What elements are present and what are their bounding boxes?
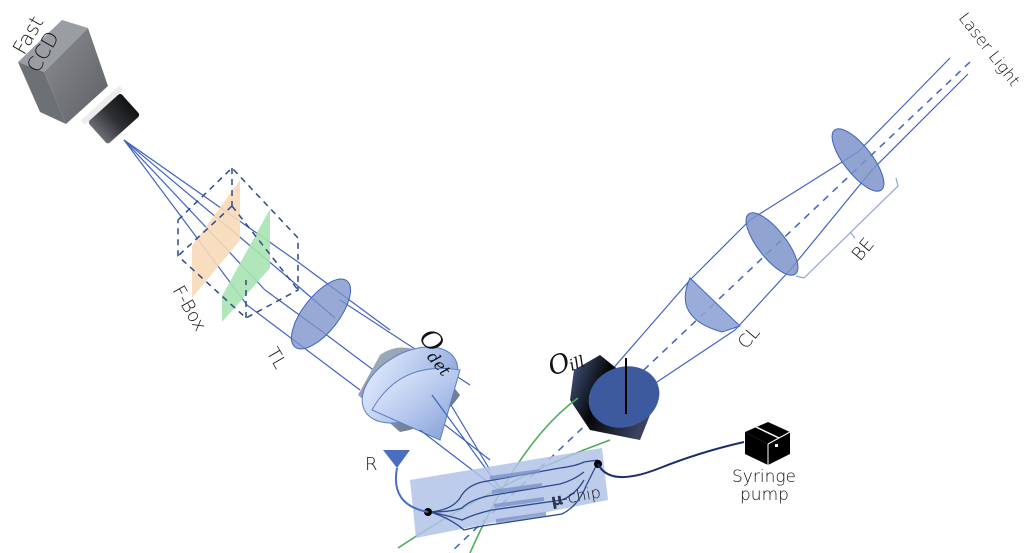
reservoir-icon bbox=[383, 450, 410, 468]
pump-label-line1: Syringe bbox=[732, 467, 796, 487]
camera-top-face bbox=[18, 20, 88, 72]
chip-label-mu: μ bbox=[549, 489, 564, 510]
be-bracket bbox=[795, 177, 899, 279]
chip-chambers bbox=[489, 469, 547, 523]
detection-objective bbox=[358, 346, 461, 441]
fbox-outline bbox=[177, 166, 299, 319]
illumination-objective bbox=[570, 355, 660, 440]
camera-ring bbox=[80, 85, 124, 125]
be-bracket-tick bbox=[849, 231, 856, 239]
fbox-label: F-Box bbox=[168, 282, 211, 335]
tube-lens-label: TL bbox=[262, 344, 291, 373]
pump-tube bbox=[597, 441, 745, 479]
filter-box bbox=[177, 166, 299, 322]
camera-front-face bbox=[44, 28, 108, 124]
cylindrical-lens bbox=[684, 277, 741, 333]
fast-ccd-camera bbox=[18, 20, 140, 144]
ill-objective-label-sub: ill bbox=[566, 352, 587, 375]
microfluidic-chip bbox=[410, 448, 608, 538]
reservoir-tube bbox=[395, 467, 429, 513]
green-filter bbox=[222, 209, 270, 322]
chip-channels bbox=[429, 459, 599, 531]
syringe-pump-icon bbox=[745, 422, 791, 465]
beam-expander-lens-1 bbox=[831, 128, 885, 192]
reservoir-label: R bbox=[365, 454, 378, 475]
camera-lens-barrel bbox=[88, 94, 140, 144]
camera-side-face bbox=[18, 62, 66, 124]
beam-expander-lens-2 bbox=[745, 212, 799, 276]
pump-label-line2: pump bbox=[740, 485, 789, 505]
illumination-rays bbox=[609, 57, 969, 401]
tube-lens bbox=[291, 278, 351, 350]
beam-expander-label: BE bbox=[848, 234, 879, 265]
